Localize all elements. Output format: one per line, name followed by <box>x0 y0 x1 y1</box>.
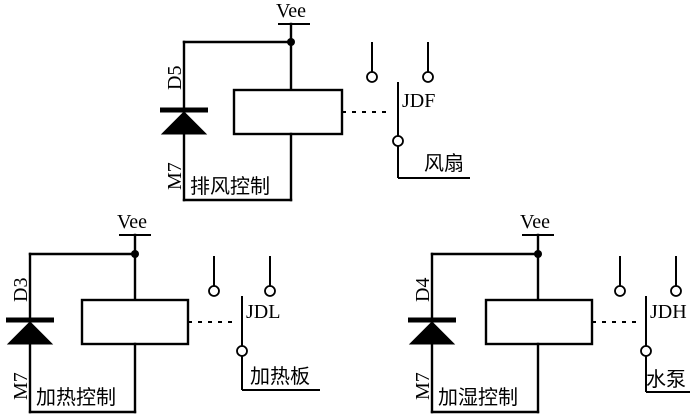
load-label: 加热板 <box>250 364 310 388</box>
contact-nc <box>614 285 626 297</box>
control-label: 排风控制 <box>190 174 270 198</box>
diode-triangle <box>408 321 456 345</box>
contact-no <box>670 285 682 297</box>
module-label: M7 <box>164 162 186 190</box>
supply-label: Vee <box>276 0 306 22</box>
circuit-exhaust: Vee D5 M7 排风控制 JDF 风扇 <box>160 0 470 202</box>
relay-label: JDF <box>402 90 435 112</box>
control-label: 加湿控制 <box>438 385 518 409</box>
supply-label: Vee <box>117 211 147 233</box>
diode-label: D5 <box>164 66 186 90</box>
load-label: 水泵 <box>646 367 686 391</box>
module-label: M7 <box>412 372 434 400</box>
supply-label: Vee <box>520 211 550 233</box>
relay-coil <box>484 298 594 346</box>
control-label: 加热控制 <box>36 385 116 409</box>
circuit-humidify: Vee D4 M7 加湿控制 JDH 水泵 <box>408 211 690 414</box>
relay-coil <box>80 298 190 346</box>
diode-triangle <box>160 111 208 135</box>
contact-common <box>640 345 652 357</box>
contact-common <box>392 135 404 147</box>
relay-coil <box>232 88 344 136</box>
contact-common <box>236 345 248 357</box>
diode-label: D3 <box>10 278 32 302</box>
diode-triangle <box>6 321 54 345</box>
contact-nc <box>208 285 220 297</box>
contact-nc <box>366 71 378 83</box>
circuit-heating: Vee D3 M7 加热控制 JDL 加热板 <box>6 211 320 414</box>
diode-label: D4 <box>412 278 434 302</box>
relay-label: JDH <box>650 301 687 323</box>
contact-no <box>422 71 434 83</box>
contact-no <box>264 285 276 297</box>
load-label: 风扇 <box>424 151 464 175</box>
module-label: M7 <box>10 372 32 400</box>
relay-label: JDL <box>246 301 280 323</box>
